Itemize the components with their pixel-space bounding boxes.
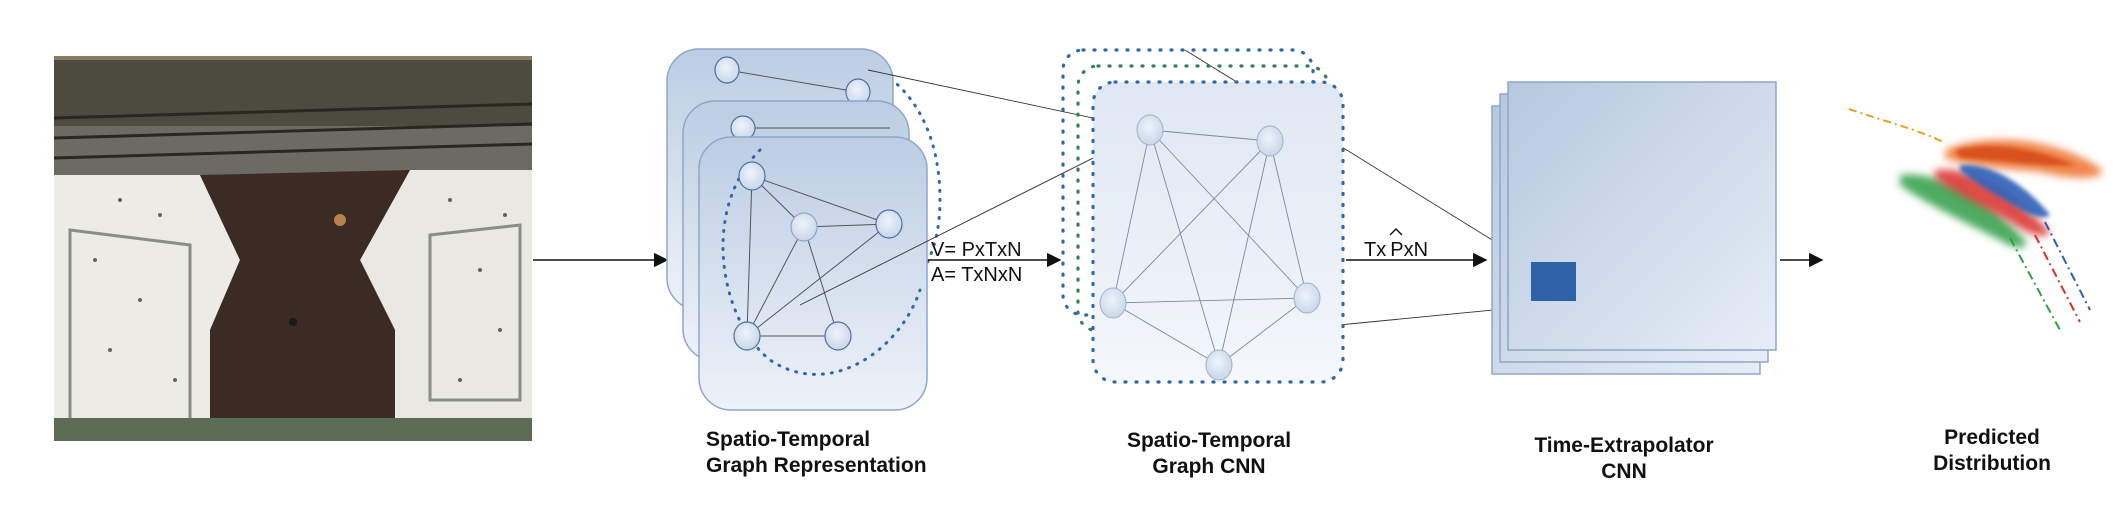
gcnn-node (1293, 282, 1321, 314)
label-graph-cnn-line2: Graph CNN (1152, 455, 1265, 478)
graph-card-front (698, 136, 928, 411)
label-prediction-line1: Predicted (1944, 426, 2040, 449)
extrapolator-layer-front (1507, 81, 1777, 351)
p-hat-accent (1389, 228, 1403, 236)
graph-representation-stack (666, 48, 942, 411)
label-time-extrapolator-line2: CNN (1601, 460, 1647, 483)
graph-cnn-block (1061, 48, 1345, 384)
gcnn-node (1205, 349, 1233, 381)
label-graph-representation-line1: Spatio-Temporal (706, 428, 870, 451)
v-dimension-label: V= PxTxN (931, 239, 1022, 261)
label-graph-representation-line2: Graph Representation (706, 454, 927, 477)
tpn-p-hat: P (1390, 239, 1403, 261)
trajectory-blue (2044, 221, 2091, 311)
a-dimension-label: A= TxNxN (931, 264, 1022, 286)
trajectory-green (2009, 237, 2061, 331)
label-prediction-line2: Distribution (1933, 452, 2051, 475)
receptive-field-square (1531, 262, 1576, 301)
gcnn-dotted-layer-front (1091, 80, 1345, 384)
gcnn-node (1136, 114, 1164, 146)
label-graph-cnn-line1: Spatio-Temporal (1127, 429, 1291, 452)
video-frame-stack (53, 56, 533, 441)
tpn-prefix: Tx (1364, 239, 1386, 261)
observed-trajectory (1848, 108, 1946, 144)
gcnn-node (1099, 287, 1127, 319)
gcnn-node (1256, 125, 1284, 157)
tpn-suffix: xN (1404, 239, 1428, 261)
predicted-distribution-plot (1848, 108, 2102, 331)
label-time-extrapolator-line1: Time-Extrapolator (1534, 434, 1713, 457)
trajectory-red (2034, 234, 2081, 323)
time-extrapolator-stack (1491, 81, 1777, 375)
video-frame-front (53, 56, 533, 441)
